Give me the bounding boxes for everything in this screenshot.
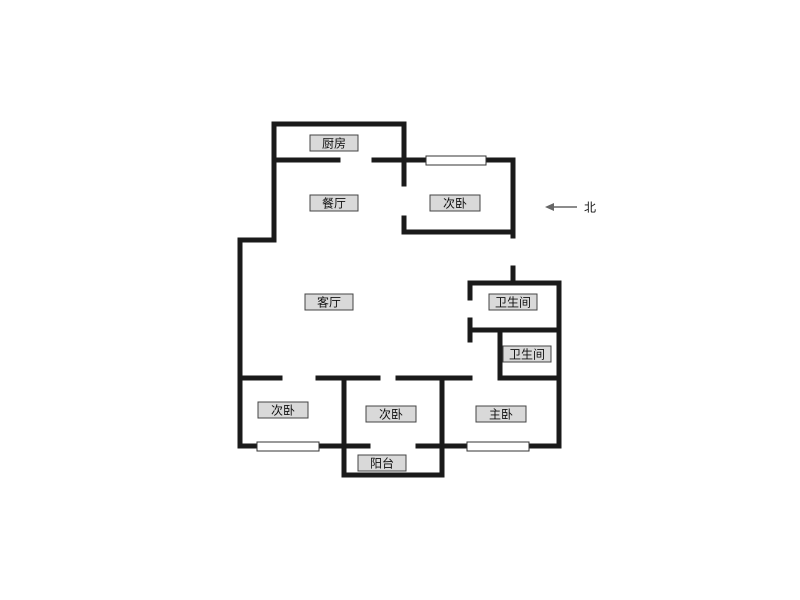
kitchen-walls [271,121,407,163]
window-sw [256,441,320,452]
living-walls [237,237,277,449]
bathroom-walls [467,265,562,449]
room-label-master-text: 主卧 [489,408,513,422]
room-label-bedroom-sw: 次卧 [257,401,309,419]
room-label-bath-2: 卫生间 [502,345,552,363]
room-label-living: 客厅 [304,293,354,311]
north-arrow-icon [545,203,554,211]
room-label-bath-1: 卫生间 [488,293,538,311]
room-label-balcony-text: 阳台 [370,456,394,471]
partition-walls [237,375,562,478]
room-label-kitchen-text: 厨房 [322,136,346,151]
north-compass: 北 [545,201,596,215]
room-label-bedroom-s: 次卧 [365,405,417,423]
room-label-living-text: 客厅 [317,295,341,310]
room-label-kitchen: 厨房 [309,134,359,152]
room-label-bath-1-text: 卫生间 [495,296,531,310]
room-label-bedroom-ne-text: 次卧 [443,197,467,211]
north-label: 北 [584,201,596,215]
window-master [466,441,530,452]
room-label-dining-text: 餐厅 [322,196,346,211]
room-label-master: 主卧 [475,405,527,423]
room-label-dining: 餐厅 [309,194,359,212]
window-ne [425,155,487,166]
room-label-bedroom-ne: 次卧 [429,194,481,212]
room-label-bath-2-text: 卫生间 [509,348,545,362]
room-label-balcony: 阳台 [357,454,407,472]
room-label-bedroom-s-text: 次卧 [379,408,403,422]
bedroom-ne-walls [401,157,516,239]
room-label-bedroom-sw-text: 次卧 [271,404,295,418]
